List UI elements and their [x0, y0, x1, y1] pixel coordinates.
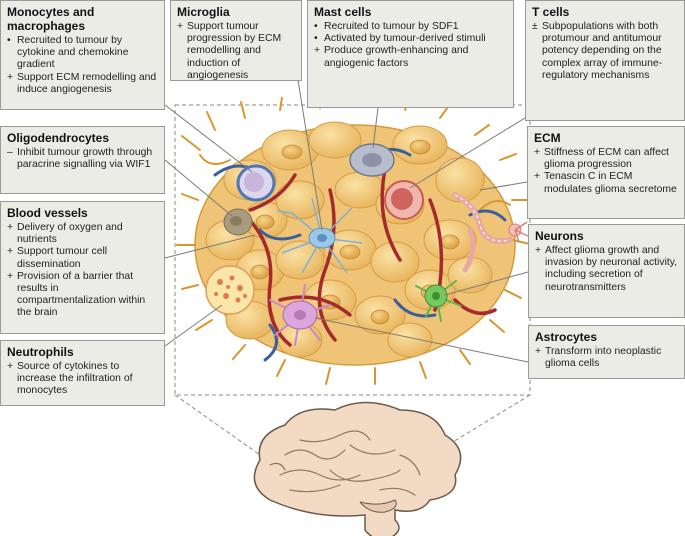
tumour-mass	[176, 93, 531, 385]
ecm-axon	[452, 192, 529, 273]
astrocytes-box: Astrocytes +Transform into neoplastic gl…	[528, 325, 685, 379]
neutrophils-box: Neutrophils +Source of cytokines to incr…	[0, 340, 165, 406]
t-cells-box: T cells ±Subpopulations with both protum…	[525, 0, 685, 121]
mast-cells-item: •Recruited to tumour by SDF1	[314, 21, 459, 32]
mast-cells-item: •Activated by tumour-derived stimuli	[314, 33, 486, 45]
neutrophils-title: Neutrophils	[7, 345, 74, 359]
neurons-item: +Affect glioma growth and invasion by ne…	[535, 245, 678, 293]
mast-cell	[349, 143, 395, 177]
neurons-box: Neurons +Affect glioma growth and invasi…	[528, 224, 685, 318]
monocytes-box: Monocytes and macrophages •Recruited to …	[0, 0, 165, 110]
neurons-title: Neurons	[535, 229, 584, 243]
blood-vessels-item: +Delivery of oxygen and nutrients	[7, 222, 123, 246]
dashed-funnel-left	[174, 394, 271, 463]
macrophage-cell	[236, 164, 276, 202]
mast-cells-item: +Produce growth-enhancing and angiogenic…	[314, 45, 469, 69]
oligodendrocytes-box: Oligodendrocytes –Inhibit tumour growth …	[0, 126, 165, 194]
mast-cells-title: Mast cells	[314, 5, 372, 19]
t-cells-item: ±Subpopulations with both protumour and …	[532, 21, 663, 81]
astrocytes-item: +Transform into neoplastic glioma cells	[535, 346, 662, 370]
ecm-item: +Tenascin C in ECM modulates glioma secr…	[534, 171, 677, 195]
blood-vessels-title: Blood vessels	[7, 206, 88, 220]
astrocyte-cell	[269, 284, 331, 346]
neutrophil-cell	[205, 265, 255, 315]
brain-illustration	[253, 401, 462, 536]
microglia-title: Microglia	[177, 5, 230, 19]
pointer-lines	[164, 79, 531, 363]
astrocytes-title: Astrocytes	[535, 330, 598, 344]
microglia-box: Microglia +Support tumour progression by…	[170, 0, 302, 81]
mast-cells-box: Mast cells •Recruited to tumour by SDF1 …	[307, 0, 514, 108]
t-cell	[384, 180, 424, 220]
blood-vessels-box: Blood vessels +Delivery of oxygen and nu…	[0, 201, 165, 334]
monocytes-item: +Support ECM remodelling and induce angi…	[7, 71, 157, 95]
blood-vessels-item: +Provision of a barrier that results in …	[7, 270, 146, 319]
microglia-item: +Support tumour progression by ECM remod…	[177, 21, 282, 81]
ecm-title: ECM	[534, 131, 561, 145]
monocytes-item: •Recruited to tumour by cytokine and che…	[7, 35, 129, 71]
t-cells-title: T cells	[532, 5, 570, 19]
neutrophils-item: +Source of cytokines to increase the inf…	[7, 361, 133, 397]
microglia-cell	[276, 197, 363, 274]
oligodendrocytes-title: Oligodendrocytes	[7, 131, 110, 145]
ecm-item: +Stiffness of ECM can affect glioma prog…	[534, 147, 669, 171]
monocytes-title: Monocytes and macrophages	[7, 5, 95, 33]
ecm-box: ECM +Stiffness of ECM can affect glioma …	[527, 126, 685, 219]
blood-vessels-item: +Support tumour cell dissemination	[7, 246, 108, 270]
oligodendrocytes-item: –Inhibit tumour growth through paracrine…	[7, 147, 153, 171]
neuron-cell	[415, 280, 462, 322]
